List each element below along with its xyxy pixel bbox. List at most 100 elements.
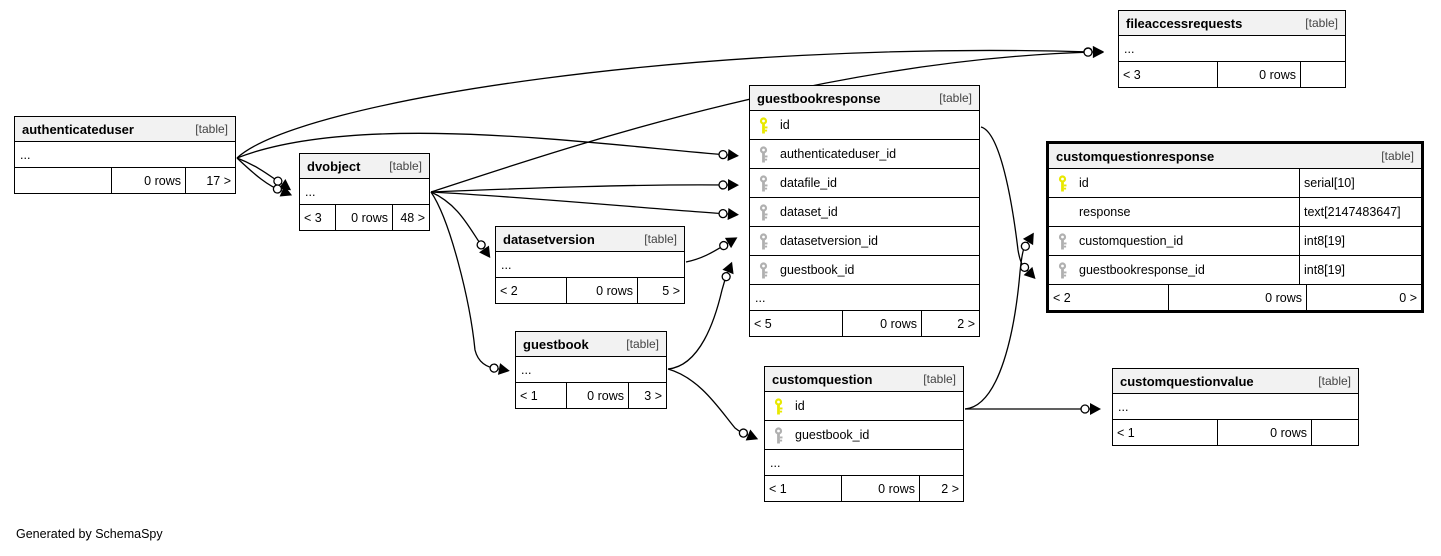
foreign-key-icon [759, 203, 767, 220]
table-type-tag: [table] [1381, 149, 1414, 163]
footer-row-count: 0 rows [111, 168, 186, 193]
crowfoot-arrow-icon [278, 179, 292, 191]
column-row[interactable]: datasetversion_id [750, 227, 979, 256]
table-header-authenticateduser: authenticateduser[table] [15, 117, 235, 142]
crowfoot-arrow-icon [1092, 46, 1104, 58]
optional-circle-icon [1019, 262, 1030, 273]
table-type-tag: [table] [389, 159, 422, 173]
table-name: customquestionresponse [1056, 148, 1215, 164]
optional-circle-icon [738, 428, 749, 438]
column-row[interactable]: authenticateduser_id [750, 140, 979, 169]
more-columns-ellipsis: ... [1119, 36, 1345, 62]
footer-row-count: 0 rows [566, 278, 638, 303]
footer-parents-count: < 1 [520, 388, 538, 403]
more-columns-ellipsis: ... [765, 450, 963, 476]
edge-dvobject-to-guestbookresponse-dataset [430, 191, 729, 215]
table-type-tag: [table] [939, 91, 972, 105]
footer-parents-count: < 2 [1053, 290, 1071, 305]
column-row[interactable]: dataset_id [750, 198, 979, 227]
more-columns-ellipsis: ... [496, 252, 684, 278]
column-type: int8[19] [1299, 256, 1421, 284]
optional-circle-icon [1083, 47, 1093, 57]
edge-dvobject-to-datasetversion [430, 191, 485, 250]
optional-circle-icon [718, 149, 728, 160]
table-header-guestbookresponse: guestbookresponse [table] [750, 86, 979, 111]
primary-key-icon [774, 397, 782, 414]
column-name: datasetversion_id [780, 234, 878, 248]
footer-parents-count: < 1 [1117, 425, 1135, 440]
cardinality-marker-dvobject-to-guestbook [489, 363, 510, 375]
column-key-cell [1049, 261, 1075, 279]
table-header-dvobject: dvobject[table] [300, 154, 429, 179]
foreign-key-icon [1058, 232, 1066, 249]
cardinality-marker-customquestion-to-customquestionvalue [1080, 403, 1101, 415]
table-type-tag: [table] [1318, 374, 1351, 388]
column-key-cell [750, 145, 776, 163]
footer-row-count: 0 rows [1217, 420, 1312, 445]
more-columns-ellipsis: ... [15, 142, 235, 168]
optional-circle-icon [489, 363, 499, 373]
column-type: text[2147483647] [1299, 198, 1421, 226]
column-name: guestbook_id [795, 428, 870, 442]
primary-key-icon [1058, 174, 1066, 191]
table-name: guestbook [523, 336, 589, 352]
footer-children-count: 48 > [400, 210, 425, 225]
table-header-customquestion: customquestion[table] [765, 367, 963, 392]
crowfoot-arrow-icon [724, 237, 738, 249]
column-row[interactable]: datafile_id [750, 169, 979, 198]
edge-dvobject-to-guestbook [430, 191, 500, 370]
column-key-cell [750, 174, 776, 192]
column-key-cell [750, 116, 776, 134]
footer-parents-count [15, 168, 111, 193]
edge-authenticateduser-to-dvobject-b [236, 157, 283, 192]
column-row[interactable]: guestbook_id [765, 421, 963, 450]
cardinality-marker-datasetversion-to-guestbookresponse [719, 237, 738, 251]
footer-children-count: 0 > [1399, 290, 1417, 305]
column-key-cell [1049, 174, 1075, 192]
column-key-cell [1049, 232, 1075, 250]
cardinality-marker-guestbook-to-customquestion [738, 428, 759, 441]
column-name: guestbook_id [780, 263, 855, 277]
footer-row-count: 0 rows [335, 205, 393, 230]
foreign-key-icon [759, 261, 767, 278]
foreign-key-icon [759, 232, 767, 249]
column-row[interactable]: guestbook_id [750, 256, 979, 285]
column-row[interactable]: id [750, 111, 979, 140]
optional-circle-icon [719, 240, 729, 251]
column-key-cell [1049, 204, 1075, 220]
edge-guestbook-to-customquestion [667, 368, 749, 436]
footer-row-count: 0 rows [566, 383, 629, 408]
crowfoot-arrow-icon [1022, 232, 1034, 246]
crowfoot-arrow-icon [497, 363, 510, 375]
column-row[interactable]: id [765, 392, 963, 421]
optional-circle-icon [1083, 47, 1093, 57]
table-type-tag: [table] [644, 232, 677, 246]
table-name: guestbookresponse [757, 90, 881, 106]
edge-authenticateduser-to-dvobject-a [236, 157, 283, 185]
cardinality-marker-guestbookresponse-to-customquestionresponse [1019, 262, 1036, 280]
more-columns-ellipsis: ... [516, 357, 666, 383]
optional-circle-icon [721, 271, 731, 282]
column-name: datafile_id [780, 176, 837, 190]
footer-children-count: 5 > [662, 283, 680, 298]
more-columns-ellipsis: ... [300, 179, 429, 205]
column-type: serial[10] [1299, 169, 1421, 197]
table-footer-customquestionvalue: < 1 0 rows [1113, 420, 1358, 445]
primary-key-icon [759, 116, 767, 133]
